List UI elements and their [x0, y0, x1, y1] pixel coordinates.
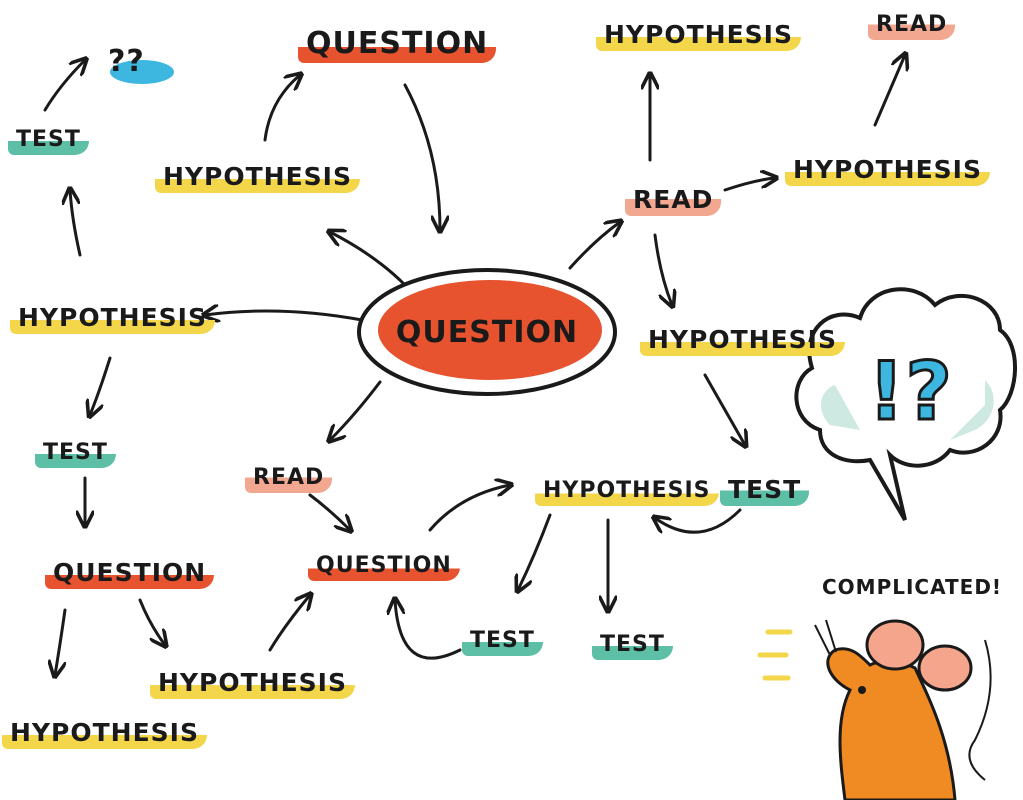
bottom-left-hypothesis-node[interactable]: HYPOTHESIS	[2, 718, 207, 749]
mid-test-left-node[interactable]: TEST	[462, 628, 543, 656]
arrow-mid-read-to-mid-question	[308, 493, 350, 530]
arrow-center-to-upper	[330, 232, 407, 287]
arrow-top-test-to-unknown	[43, 60, 85, 112]
mouse-illustration	[757, 619, 992, 800]
top-left-test-node[interactable]: TEST	[8, 127, 89, 155]
arrow-test-left-to-mid-question	[395, 600, 462, 660]
mid-hypothesis-node[interactable]: HYPOTHESIS	[535, 478, 719, 506]
mid-test-right-node[interactable]: TEST	[592, 632, 673, 660]
right-read-node[interactable]: READ	[625, 185, 722, 216]
arrow-mid-question-to-mid-hyp	[428, 485, 510, 532]
right-hypothesis-mid-node[interactable]: HYPOTHESIS	[785, 155, 990, 186]
arrow-top-question-to-center	[403, 83, 440, 230]
arrow-center-to-right-read	[568, 222, 620, 270]
mid-read-node[interactable]: READ	[245, 465, 333, 493]
far-right-read-node[interactable]: READ	[868, 12, 956, 40]
left-test-node[interactable]: TEST	[35, 440, 116, 468]
arrow-left-hyp-to-top-test	[70, 190, 82, 257]
bottom-hypothesis-node[interactable]: HYPOTHESIS	[150, 668, 355, 699]
arrow-left-hyp-to-left-test	[90, 356, 112, 415]
mouse-caption: COMPLICATED!	[822, 575, 1003, 599]
arrow-bottom-hyp-to-mid-question	[268, 595, 310, 652]
right-hypothesis-lower-node[interactable]: HYPOTHESIS	[640, 325, 845, 356]
arrow-lower-hyp-to-right-test	[703, 373, 745, 445]
left-hypothesis-node[interactable]: HYPOTHESIS	[10, 303, 215, 334]
bubble-exclaim-question: !?	[867, 344, 954, 440]
right-hypothesis-top-node[interactable]: HYPOTHESIS	[596, 20, 801, 51]
arrow-read-to-lower-hyp	[653, 233, 672, 305]
arrow-left-question-to-bottom-left-hyp	[55, 608, 67, 675]
unknown-highlight	[110, 60, 174, 84]
arrow-right-hyp-to-far-read	[873, 55, 905, 127]
right-test-node[interactable]: TEST	[720, 475, 810, 506]
center-question-fill	[378, 280, 602, 380]
arrow-center-to-left-hyp	[205, 311, 364, 320]
arrow-left-question-to-bottom-hyp	[138, 598, 165, 645]
arrow-hyp-to-top-question	[263, 75, 300, 142]
arrow-mid-hyp-to-test-left	[518, 513, 552, 590]
center-question-label[interactable]: QUESTION	[395, 314, 579, 350]
left-question-node[interactable]: QUESTION	[45, 558, 215, 589]
arrow-right-test-to-mid-hyp	[655, 508, 742, 534]
mid-question-node[interactable]: QUESTION	[308, 553, 460, 581]
arrow-center-to-mid-read	[330, 380, 382, 440]
upper-hypothesis-node[interactable]: HYPOTHESIS	[155, 162, 360, 193]
top-question-node[interactable]: QUESTION	[298, 27, 497, 63]
unknown-node: ??	[108, 44, 145, 79]
arrow-read-to-right-hyp	[723, 178, 775, 192]
